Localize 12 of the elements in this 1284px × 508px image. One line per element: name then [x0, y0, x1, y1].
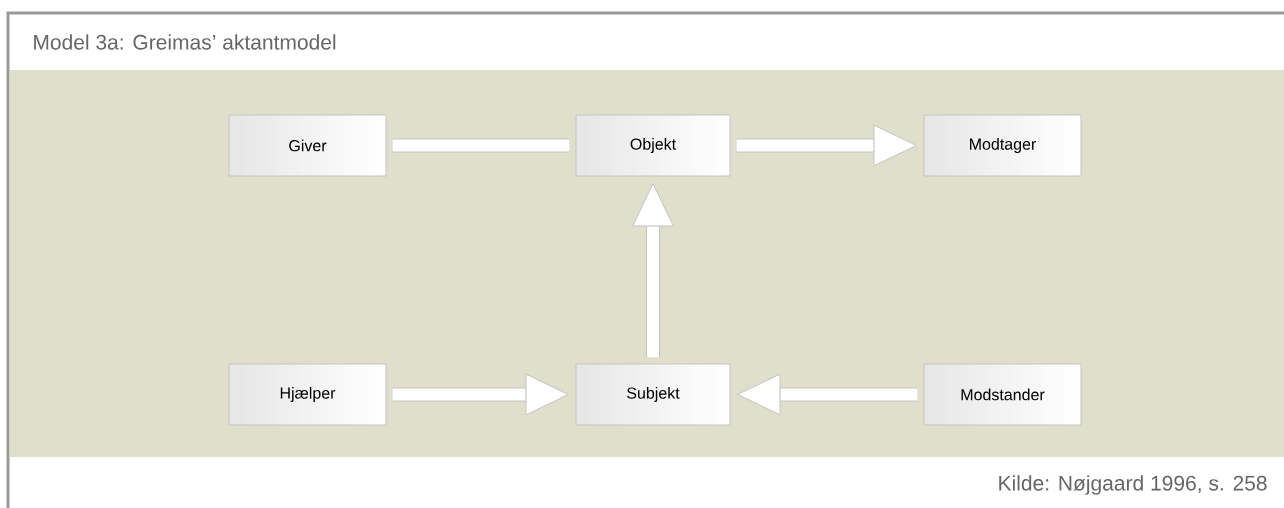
arrow [632, 183, 674, 358]
actant-box: Objekt [575, 114, 731, 177]
source-note: Kilde: Nøjgaard 1996, s. 258 [999, 475, 1267, 495]
actant-box: Hjælper [228, 363, 387, 426]
actant-box: Modtager [923, 114, 1082, 177]
actant-box: Giver [228, 114, 387, 177]
title: Model 3a: Greimas’ aktantmodel [34, 34, 336, 50]
actant-box: Modstander [923, 363, 1082, 426]
arrow [737, 373, 918, 416]
actant-box: Subjekt [575, 363, 731, 426]
arrow [736, 124, 917, 167]
arrow [392, 373, 569, 416]
